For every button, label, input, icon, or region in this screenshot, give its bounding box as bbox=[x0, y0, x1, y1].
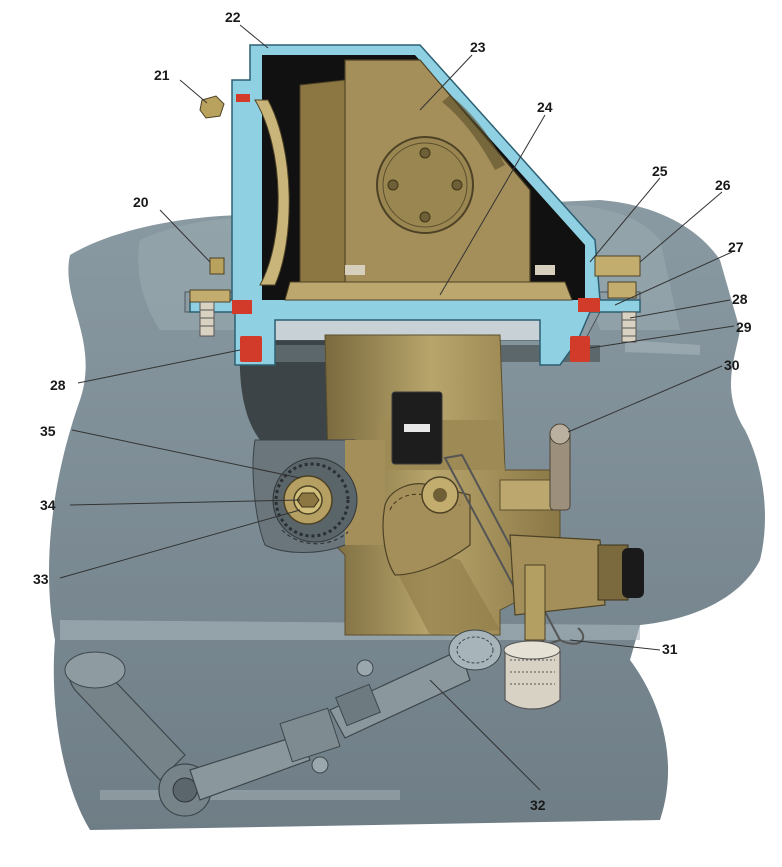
leader-28r bbox=[629, 299, 731, 319]
leader-33 bbox=[59, 509, 301, 579]
label-28-left: 28 bbox=[50, 377, 66, 393]
leader-34 bbox=[69, 499, 301, 506]
control-linkage bbox=[64, 629, 502, 817]
leader-24 bbox=[439, 114, 546, 296]
leader-23 bbox=[419, 54, 473, 111]
leader-27 bbox=[614, 251, 733, 306]
leader-lines bbox=[59, 24, 735, 791]
label-23: 23 bbox=[470, 39, 486, 55]
label-25: 25 bbox=[652, 163, 668, 179]
label-28-right: 28 bbox=[732, 291, 748, 307]
leader-25 bbox=[589, 177, 661, 263]
eyepiece bbox=[509, 534, 644, 641]
label-33: 33 bbox=[33, 571, 49, 587]
label-27: 27 bbox=[728, 239, 744, 255]
label-24: 24 bbox=[537, 99, 553, 115]
bolts bbox=[189, 95, 641, 343]
head-housing bbox=[189, 44, 641, 366]
leader-20 bbox=[159, 209, 211, 263]
focus-knob bbox=[503, 640, 561, 710]
leader-22 bbox=[239, 24, 269, 49]
leader-32 bbox=[429, 679, 541, 791]
label-34: 34 bbox=[40, 497, 56, 513]
leader-35 bbox=[71, 429, 301, 479]
label-31: 31 bbox=[662, 641, 678, 657]
right-handle bbox=[499, 423, 571, 511]
leader-31 bbox=[569, 639, 661, 651]
label-32: 32 bbox=[530, 797, 546, 813]
lever-assembly bbox=[382, 453, 585, 647]
drive-gear-housing bbox=[252, 439, 385, 553]
leader-28l bbox=[77, 349, 241, 384]
label-21: 21 bbox=[154, 67, 170, 83]
label-26: 26 bbox=[715, 177, 731, 193]
label-20: 20 bbox=[133, 194, 149, 210]
label-22: 22 bbox=[225, 9, 241, 25]
leader-30 bbox=[567, 365, 723, 433]
callout-labels: 20 21 22 23 24 25 26 27 28 29 28 30 31 3… bbox=[33, 9, 752, 813]
leader-21 bbox=[179, 79, 208, 104]
label-35: 35 bbox=[40, 423, 56, 439]
leader-26 bbox=[639, 191, 723, 263]
leader-29 bbox=[589, 325, 735, 349]
label-30: 30 bbox=[724, 357, 740, 373]
label-29: 29 bbox=[736, 319, 752, 335]
nameplate bbox=[391, 391, 443, 465]
